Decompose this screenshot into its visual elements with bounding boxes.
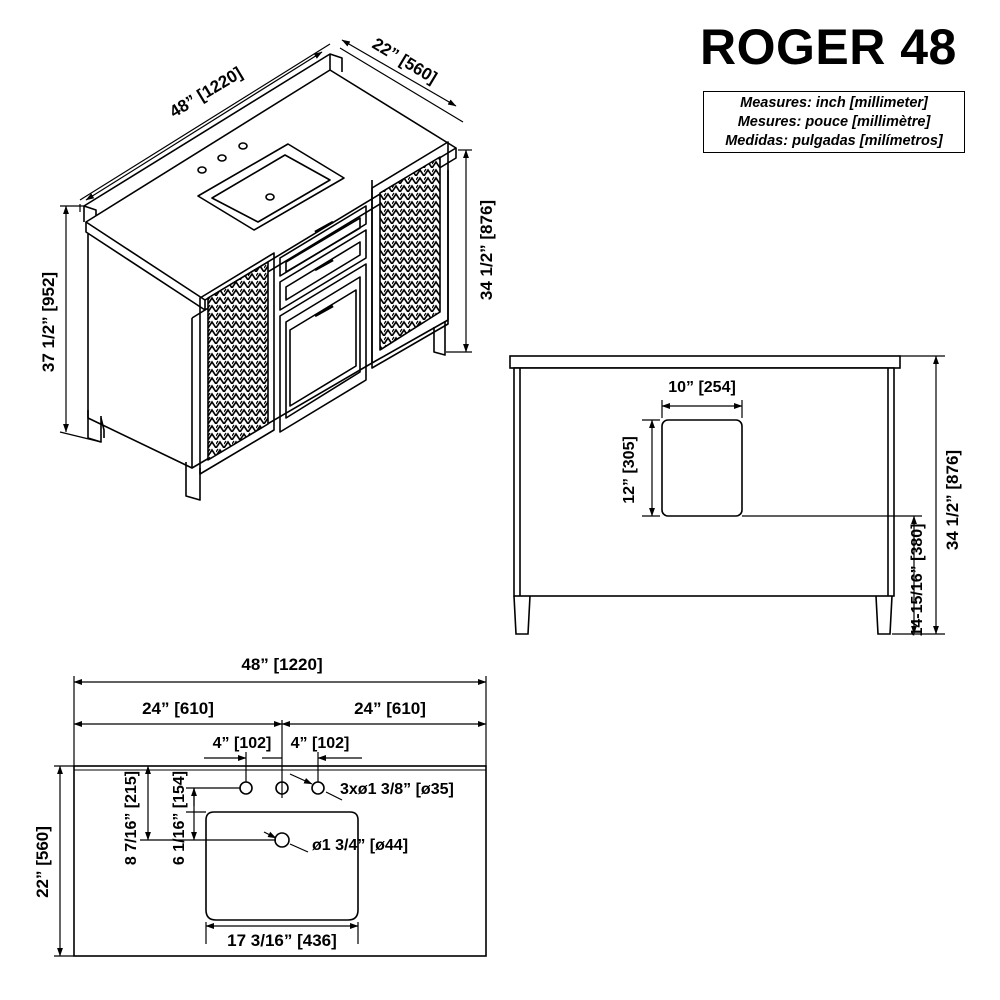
units-legend-en: Measures: inch [millimeter] bbox=[740, 95, 928, 111]
back-dimensions bbox=[642, 355, 945, 635]
drawer-top bbox=[279, 205, 367, 277]
persp-depth-label: 22” [560] bbox=[369, 34, 440, 87]
faucet-right-spacing-label: 4” [102] bbox=[291, 735, 350, 752]
back-cutout-width-label: 10” [254] bbox=[668, 379, 736, 396]
units-legend-fr: Mesures: pouce [millimètre] bbox=[737, 114, 931, 130]
drawer-bottom bbox=[279, 263, 367, 433]
countertop-edge bbox=[85, 148, 457, 311]
units-legend-es: Medidas: pulgadas [milímetros] bbox=[725, 133, 943, 149]
top-depth-label: 22” [560] bbox=[33, 826, 52, 898]
back-view bbox=[509, 355, 901, 635]
back-cutout-height-label: 12” [305] bbox=[621, 436, 638, 504]
back-leg-left bbox=[513, 595, 531, 635]
perspective-dimensions bbox=[59, 39, 472, 443]
drain-label: ø1 3/4” [ø44] bbox=[312, 837, 408, 854]
persp-total-height-label: 37 1/2” [952] bbox=[39, 272, 58, 372]
units-legend: Measures: inch [millimeter] Mesures: pou… bbox=[703, 91, 965, 153]
top-width-label: 48” [1220] bbox=[241, 655, 322, 674]
top-dimensions bbox=[54, 676, 487, 957]
drawer-middle bbox=[279, 229, 367, 311]
basin-offset-label: 6 1/16” [154] bbox=[171, 771, 188, 865]
leg-front-left bbox=[185, 462, 201, 501]
right-door bbox=[371, 141, 449, 369]
persp-cabinet-height-label: 34 1/2” [876] bbox=[477, 200, 496, 300]
back-leg-right bbox=[875, 595, 893, 635]
sink-outline bbox=[205, 811, 359, 921]
faucet-left-spacing-label: 4” [102] bbox=[213, 735, 272, 752]
back-countertop bbox=[509, 355, 901, 369]
basin-width-label: 17 3/16” [436] bbox=[227, 931, 337, 950]
perspective-view bbox=[83, 53, 457, 501]
faucet-holes-label: 3xø1 3/8” [ø35] bbox=[340, 781, 454, 798]
top-left-half-label: 24” [610] bbox=[142, 699, 214, 718]
leg-right bbox=[433, 322, 446, 356]
back-cutout-elevation-label: 14-15/16” [380] bbox=[909, 524, 926, 637]
leg-back-left bbox=[87, 410, 102, 443]
back-cabinet-height-label: 34 1/2” [876] bbox=[943, 450, 962, 550]
plumbing-cutout bbox=[661, 419, 743, 517]
left-door bbox=[199, 252, 275, 475]
top-right-half-label: 24” [610] bbox=[354, 699, 426, 718]
product-title: ROGER 48 bbox=[700, 19, 957, 75]
drain-offset-label: 8 7/16” [215] bbox=[123, 771, 140, 865]
cabinet-left-side bbox=[87, 234, 193, 469]
